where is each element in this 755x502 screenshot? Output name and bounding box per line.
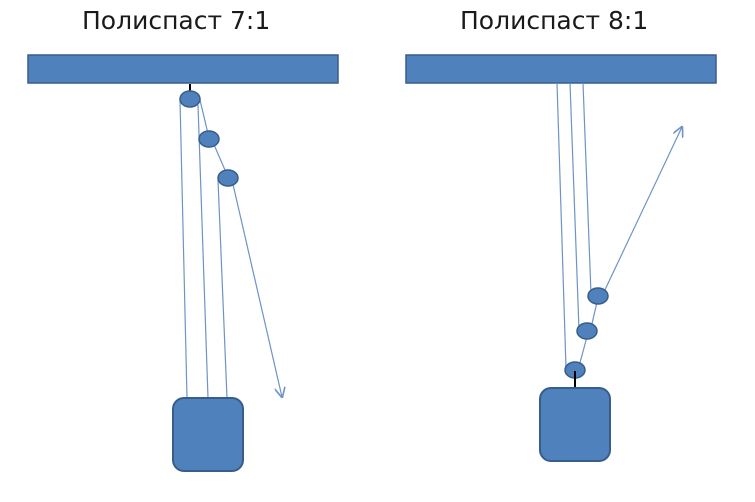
diagram-title-7-1: Полиспаст 7:1 — [82, 6, 271, 35]
rope-segment — [556, 82, 567, 369]
pulley-lower-left — [217, 169, 239, 187]
diagram-title-8-1: Полиспаст 8:1 — [460, 6, 649, 35]
pulley-system-8-1 — [405, 54, 717, 462]
load-weight-right — [539, 387, 611, 462]
pulley-fixed-left — [179, 90, 201, 108]
ropes-right — [556, 82, 682, 371]
rope-segment — [582, 82, 592, 295]
ceiling-beam-left — [27, 54, 339, 84]
pull-rope-arrow — [231, 179, 282, 397]
ceiling-beam-right — [405, 54, 717, 84]
pulley-upper-right — [587, 287, 609, 305]
rope-segment — [217, 179, 228, 399]
load-weight-left — [172, 397, 244, 472]
pulley-system-7-1 — [27, 54, 339, 472]
pulley-middle-left — [198, 130, 220, 148]
ropes-left — [179, 99, 282, 399]
pull-rope-arrow — [602, 127, 682, 295]
rope-segment — [179, 99, 188, 399]
rope-segment — [569, 82, 580, 331]
rope-segment — [197, 104, 209, 399]
pulley-middle-right — [576, 322, 598, 340]
